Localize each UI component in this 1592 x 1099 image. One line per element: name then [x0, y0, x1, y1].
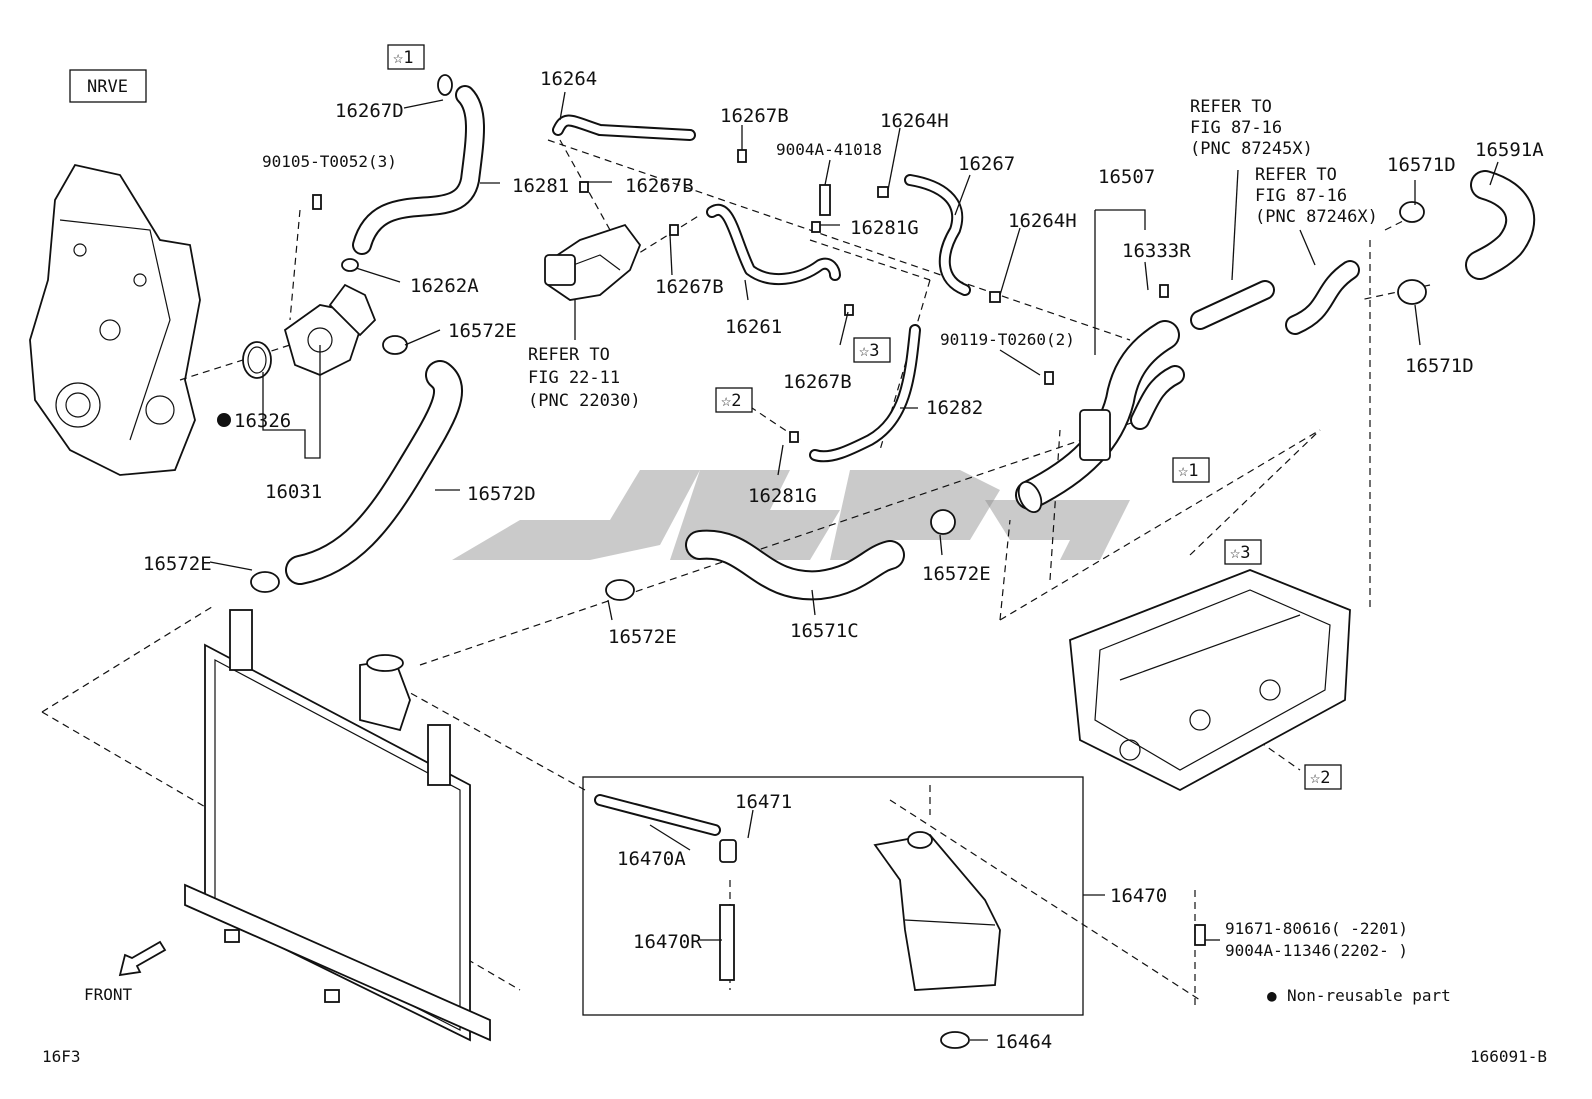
label-16572E-left: 16572E [143, 553, 212, 575]
star-ref-1-pipe: ☆1 [1172, 457, 1210, 483]
svg-text:☆2: ☆2 [1310, 768, 1330, 788]
front-arrow-icon [118, 940, 167, 977]
label-9004A-11346: 9004A-11346(2202- ) [1225, 941, 1408, 960]
label-16326: 16326 [234, 410, 291, 432]
refer-87245X-line2: FIG 87-16 [1190, 118, 1282, 138]
label-16267B-pump: 16267B [655, 276, 724, 298]
label-90105-T0052: 90105-T0052(3) [262, 152, 397, 171]
non-reusable-marker-16326 [217, 413, 231, 427]
star-ref-3-head: ☆3 [1224, 539, 1262, 565]
label-16571D-top: 16571D [1387, 154, 1456, 176]
svg-text:☆1: ☆1 [393, 48, 413, 68]
label-91671-80616: 91671-80616( -2201) [1225, 919, 1408, 938]
hose-16261 [706, 203, 841, 286]
refer-pump-line3: (PNC 22030) [528, 391, 641, 411]
label-16470A: 16470A [617, 848, 686, 870]
label-16507: 16507 [1098, 166, 1155, 188]
refer-pump-line2: FIG 22-11 [528, 368, 620, 388]
label-16267B-low: 16267B [783, 371, 852, 393]
label-16281: 16281 [512, 175, 569, 197]
thermostat-housing [242, 283, 377, 379]
legend-text: Non-reusable part [1287, 986, 1451, 1005]
bolts-and-fittings [312, 184, 1206, 981]
label-16572E-right: 16572E [922, 563, 991, 585]
label-16031: 16031 [265, 481, 322, 503]
label-90119-T0260: 90119-T0260(2) [940, 330, 1075, 349]
coolant-reservoir-tank [873, 831, 1001, 1049]
label-16333R: 16333R [1122, 240, 1191, 262]
label-16470R: 16470R [633, 931, 702, 953]
label-16470: 16470 [1110, 885, 1167, 907]
label-16572E-mid: 16572E [608, 626, 677, 648]
hose-16470A [594, 794, 721, 836]
hose-16267 [904, 174, 971, 296]
label-16471: 16471 [735, 791, 792, 813]
figure-code: 16F3 [42, 1047, 81, 1066]
label-16267: 16267 [958, 153, 1015, 175]
star-ref-1-top: ☆1 [387, 44, 425, 70]
label-16264H-top: 16264H [880, 110, 949, 132]
hose-87246X [1285, 260, 1360, 335]
watermark-logo [452, 470, 1130, 560]
hose-16281 [352, 85, 485, 255]
timing-chain-cover [29, 163, 201, 476]
cylinder-head [1069, 569, 1351, 792]
front-label: FRONT [84, 985, 133, 1004]
legend-bullet: ● [1267, 986, 1277, 1005]
hose-16591A [1465, 170, 1536, 280]
refer-87245X-line3: (PNC 87245X) [1190, 139, 1313, 159]
label-16572D: 16572D [467, 483, 536, 505]
svg-text:☆3: ☆3 [859, 341, 879, 361]
label-16264H-right: 16264H [1008, 210, 1077, 232]
label-16591A: 16591A [1475, 139, 1544, 161]
refer-87245X-line1: REFER TO [1190, 97, 1272, 117]
label-16572E-upper: 16572E [448, 320, 517, 342]
hose-87245X [1190, 280, 1275, 330]
label-16281G-low: 16281G [748, 485, 817, 507]
star-ref-2-left: ☆2 [715, 387, 753, 413]
reservoir-kit-box [582, 776, 1084, 1016]
label-16281G-top: 16281G [850, 217, 919, 239]
refer-87246X-line3: (PNC 87246X) [1255, 207, 1378, 227]
electric-water-pump [544, 223, 642, 301]
label-16267B-top: 16267B [625, 175, 694, 197]
diagram-id: 166091-B [1470, 1047, 1547, 1066]
hose-16282 [809, 324, 921, 463]
star-ref-2-head: ☆2 [1304, 764, 1342, 790]
engine-code-box [69, 69, 147, 103]
hose-16571C [685, 529, 905, 601]
hose-clamps [250, 74, 1427, 601]
refer-pump-line1: REFER TO [528, 345, 610, 365]
radiator [184, 609, 491, 1042]
label-16571C: 16571C [790, 620, 859, 642]
star-ref-3-hose: ☆3 [853, 337, 891, 363]
svg-text:☆2: ☆2 [721, 391, 741, 411]
leader-lines [209, 91, 1499, 1041]
label-16464: 16464 [995, 1031, 1052, 1053]
engine-code-text: NRVE [87, 77, 128, 97]
refer-87246X-line2: FIG 87-16 [1255, 186, 1347, 206]
label-16267D: 16267D [335, 100, 404, 122]
hose-16572D [285, 360, 463, 585]
label-16282: 16282 [926, 397, 983, 419]
label-16571D-low: 16571D [1405, 355, 1474, 377]
water-pipe-16507 [1015, 320, 1185, 514]
svg-text:☆3: ☆3 [1230, 543, 1250, 563]
hose-16264 [552, 114, 696, 141]
svg-text:☆1: ☆1 [1178, 461, 1198, 481]
label-16267B-mid: 16267B [720, 105, 789, 127]
label-9004A-41018: 9004A-41018 [776, 140, 882, 159]
label-16262A: 16262A [410, 275, 479, 297]
label-16264: 16264 [540, 68, 597, 90]
label-16261: 16261 [725, 316, 782, 338]
refer-87246X-line1: REFER TO [1255, 165, 1337, 185]
